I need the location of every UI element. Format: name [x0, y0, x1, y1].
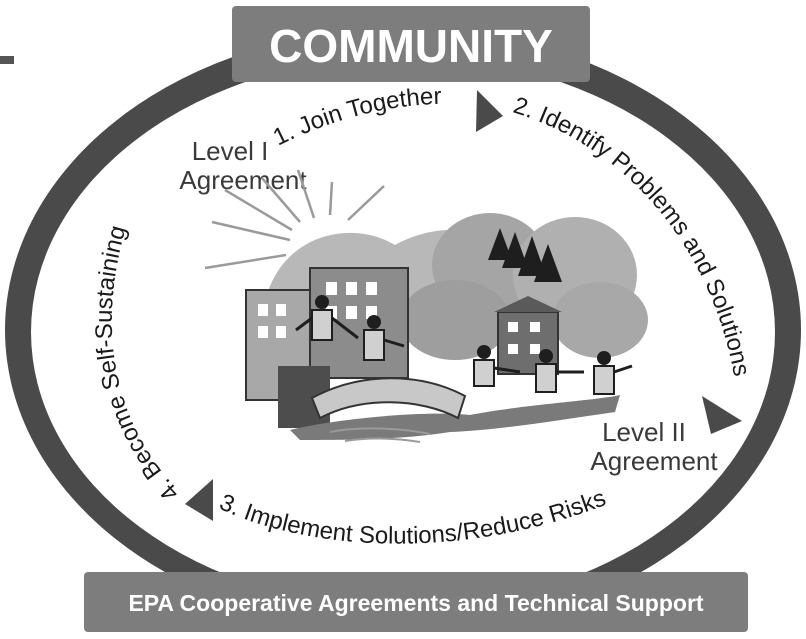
- level1-agreement-line2: Agreement: [179, 165, 307, 195]
- sun-rays: [204, 169, 385, 270]
- level1-agreement-line1: Level I: [192, 136, 269, 166]
- left-edge-mark: [0, 56, 14, 64]
- arrow-right-icon: [702, 396, 742, 434]
- level2-agreement-line1: Level II: [602, 417, 686, 447]
- community-illustration: [204, 169, 648, 443]
- level2-agreement-line2: Agreement: [590, 446, 718, 476]
- arrow-bottom-left-icon: [185, 479, 213, 521]
- community-banner: COMMUNITY: [232, 6, 590, 82]
- house-right: [494, 296, 562, 375]
- community-title: COMMUNITY: [269, 20, 553, 72]
- people-figures: [295, 295, 633, 395]
- epa-banner-label: EPA Cooperative Agreements and Technical…: [128, 590, 703, 616]
- bridge: [310, 377, 467, 420]
- arrow-top-icon: [476, 90, 503, 132]
- epa-banner: EPA Cooperative Agreements and Technical…: [84, 572, 748, 632]
